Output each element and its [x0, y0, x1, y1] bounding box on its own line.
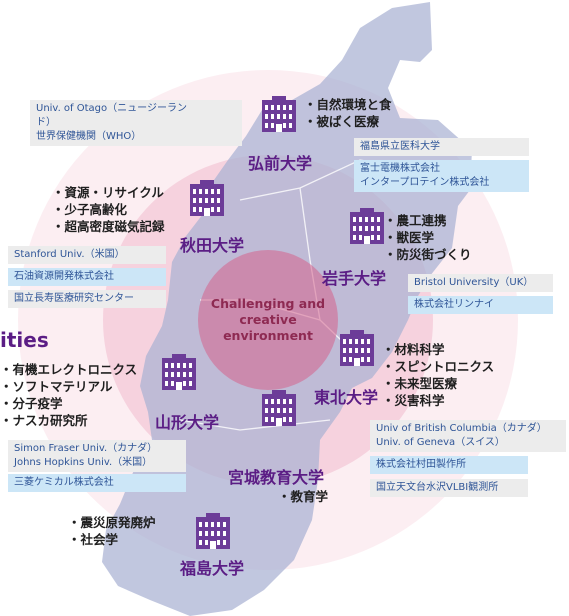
- university-name-fukushima: 福島大学: [180, 559, 245, 578]
- university-name-hirosaki: 弘前大学: [248, 154, 313, 173]
- partner-box-rinnai: 株式会社リンナイ: [408, 296, 553, 314]
- building-icon-miyagi: [262, 390, 296, 426]
- partner-box-vlbi: 国立天文台水沢VLBI観測所: [370, 479, 528, 497]
- research-list-akita: 資源・リサイクル 少子高齢化 超高密度磁気記録: [52, 184, 165, 235]
- building-icon-akita: [190, 180, 224, 216]
- research-list-hirosaki: 自然環境と食 被ばく医療: [304, 96, 392, 130]
- partner-box-choju: 国立長寿医療研究センター: [8, 290, 166, 308]
- university-name-tohoku: 東北大学: [314, 388, 379, 407]
- university-name-miyagi: 宮城教育大学: [228, 468, 325, 487]
- partner-box-sekiyu: 石油資源開発株式会社: [8, 268, 166, 286]
- section-heading: ities: [0, 328, 49, 352]
- partner-box-ubc: Univ of British Columbia（カナダ） Univ. of G…: [370, 420, 566, 452]
- research-list-tohoku: 材料科学 スピントロニクス 未来型医療 災害科学: [382, 341, 495, 409]
- center-label: Challenging and creative environment: [210, 296, 326, 343]
- research-list-fukushima: 震災原発廃炉 社会学: [68, 514, 156, 548]
- building-icon-iwate: [350, 208, 384, 244]
- research-list-yamagata: 有機エレクトロニクス ソフトマテリアル 分子疫学 ナスカ研究所: [0, 361, 138, 429]
- partner-box-otago: Univ. of Otago（ニュージーラン ド） 世界保健機関（WHO）: [30, 100, 242, 146]
- building-icon-fukushima: [196, 513, 230, 549]
- building-icon-yamagata: [162, 354, 196, 390]
- partner-box-stanford: Stanford Univ.（米国）: [8, 246, 166, 264]
- building-icon-tohoku: [340, 330, 374, 366]
- partner-box-sfu: Simon Fraser Univ.（カナダ） Johns Hopkins Un…: [8, 440, 186, 472]
- university-name-yamagata: 山形大学: [155, 413, 220, 432]
- research-list-miyagi: 教育学: [278, 488, 329, 505]
- partner-box-mitsubishi: 三菱ケミカル株式会社: [8, 474, 186, 492]
- research-list-iwate: 農工連携 獣医学 防災街づくり: [384, 212, 472, 263]
- partner-box-fuji: 富士電機株式会社 インタープロテイン株式会社: [354, 160, 529, 192]
- building-icon-hirosaki: [262, 96, 296, 132]
- university-name-iwate: 岩手大学: [322, 269, 387, 288]
- partner-box-bristol: Bristol University（UK）: [408, 274, 553, 292]
- partner-box-fukushima-medical: 福島県立医科大学: [354, 138, 529, 156]
- university-name-akita: 秋田大学: [180, 236, 245, 255]
- partner-box-murata: 株式会社村田製作所: [370, 456, 528, 474]
